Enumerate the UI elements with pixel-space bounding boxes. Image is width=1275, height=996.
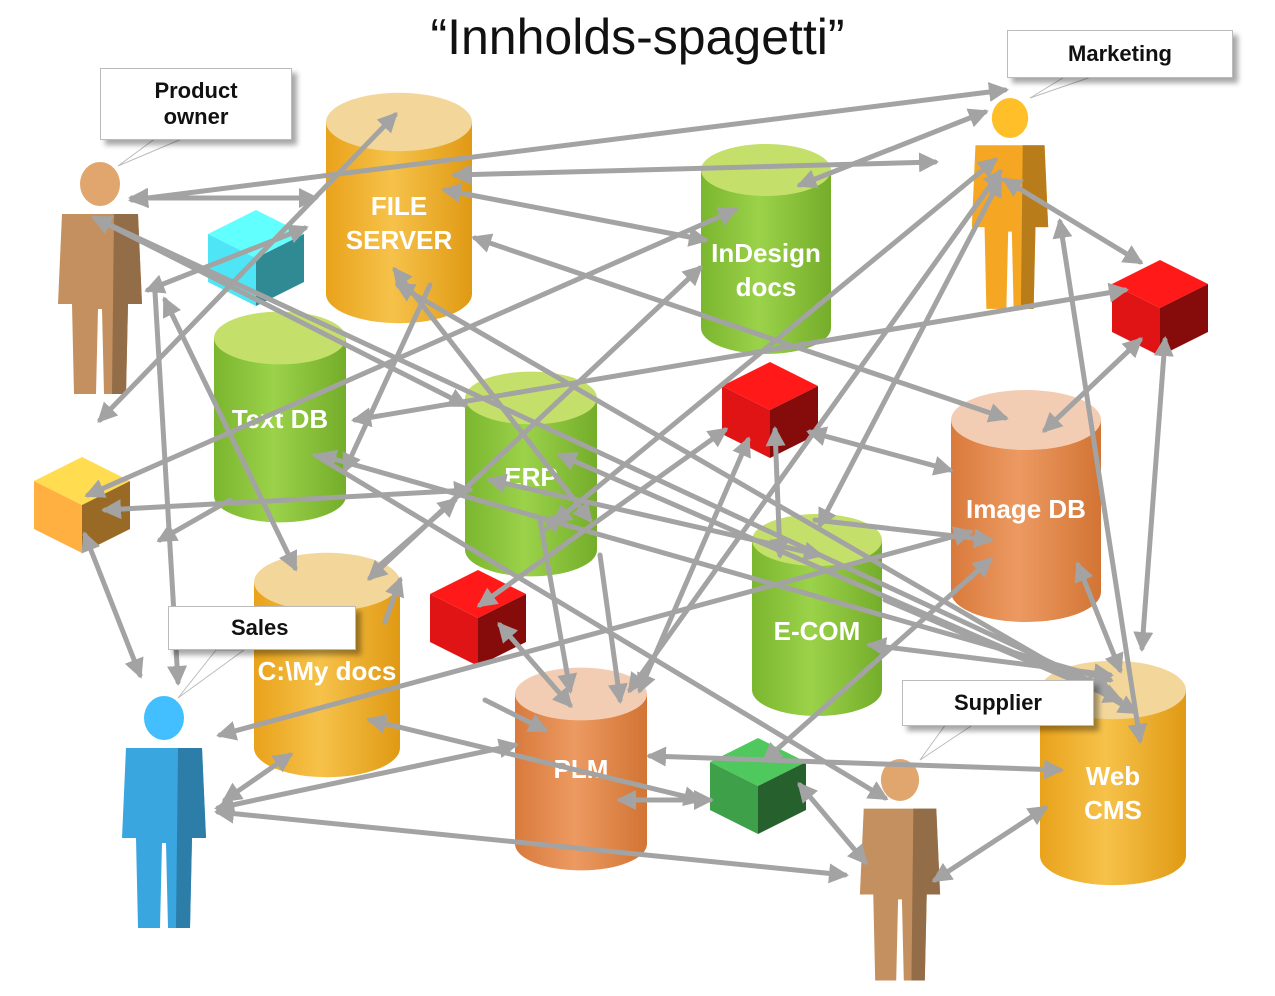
connection-arrow	[646, 746, 1064, 780]
connection-arrow	[1133, 336, 1174, 652]
callout-tail	[117, 137, 185, 167]
my-docs-cylinder: C:\My docs	[254, 552, 400, 778]
callout-supplier: Supplier	[902, 680, 1094, 726]
callout-product-owner: Product owner	[100, 68, 292, 140]
cylinder-body	[326, 122, 472, 324]
file-server-label: SERVER	[346, 225, 453, 255]
my-docs-label: C:\My docs	[258, 656, 397, 686]
connection-arrow	[441, 183, 709, 247]
person-marketing	[971, 98, 1049, 309]
callout-tail	[919, 723, 976, 761]
file-server-cylinder: FILE SERVER	[326, 92, 472, 324]
connection-arrow	[214, 803, 849, 884]
indesign-docs-label: docs	[736, 272, 797, 302]
callout-tail	[1029, 75, 1095, 99]
person-product-owner	[58, 162, 142, 394]
indesign-docs-label: InDesign	[711, 238, 821, 268]
connection-arrow	[81, 531, 144, 679]
connection-arrow	[812, 517, 994, 549]
web-cms-label: CMS	[1084, 795, 1142, 825]
person-head	[80, 162, 120, 206]
person-shade	[1020, 145, 1049, 309]
cylinder-top	[515, 667, 647, 721]
person-head	[144, 696, 184, 740]
diagram-title: “Innholds-spagetti”	[430, 9, 845, 65]
connection-arrow	[806, 426, 954, 476]
connection-arrow	[796, 108, 989, 189]
connection-arrow	[482, 697, 549, 733]
text-db-cylinder: Text DB	[214, 311, 346, 523]
green-cube	[710, 738, 806, 834]
file-server-label: FILE	[371, 191, 427, 221]
connection-arrow	[597, 552, 628, 704]
orange-cube	[34, 457, 130, 553]
callout-marketing: Marketing	[1007, 30, 1233, 78]
erp-cylinder: ERP	[465, 371, 597, 577]
cylinder-top	[214, 311, 346, 365]
connection-arrow	[931, 805, 1049, 883]
connection-arrow	[451, 152, 939, 185]
connection-arrow	[1042, 337, 1143, 433]
connection-arrow	[866, 637, 1114, 683]
callout-sales: Sales	[168, 606, 356, 650]
connection-arrow	[377, 497, 459, 568]
image-db-cylinder: Image DB	[951, 390, 1101, 622]
callout-tail	[177, 649, 246, 699]
image-db-label: Image DB	[966, 494, 1086, 524]
connection-arrow	[797, 781, 868, 866]
e-com-label: E-COM	[774, 616, 861, 646]
person-shade	[176, 748, 206, 928]
person-shade	[911, 808, 941, 981]
red-cube-upper-right	[1112, 260, 1208, 356]
person-head	[991, 98, 1029, 138]
cube-left	[34, 481, 82, 553]
person-sales	[122, 696, 206, 928]
connection-arrow	[156, 497, 233, 543]
connection-arrow	[1074, 561, 1124, 674]
cylinder-top	[254, 552, 400, 612]
arrows-layer	[81, 82, 1174, 884]
cylinder-top	[326, 92, 472, 152]
connection-arrow	[366, 714, 704, 806]
web-cms-label: Web	[1086, 761, 1140, 791]
connection-arrow	[382, 576, 405, 625]
connection-arrow	[221, 752, 294, 803]
